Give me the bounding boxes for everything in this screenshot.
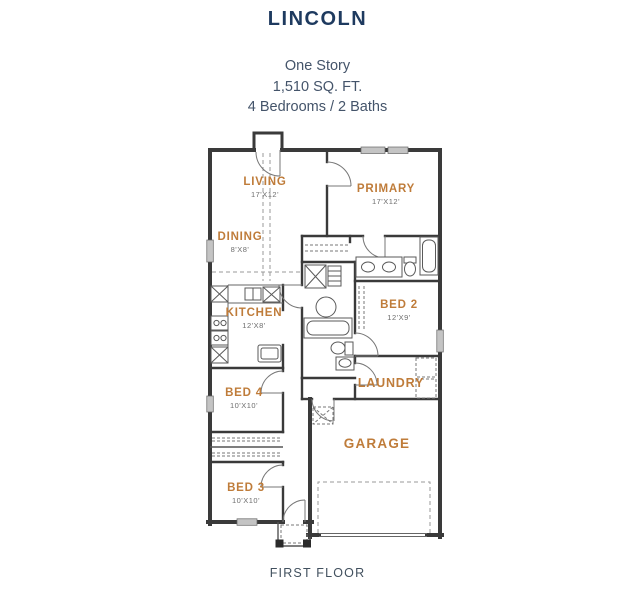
room-dims: 12'X9' xyxy=(387,313,411,322)
front-door-alcove xyxy=(252,131,284,152)
room-dims: 10'X10' xyxy=(231,496,261,505)
porch xyxy=(275,522,311,548)
primary-bath-fixtures xyxy=(305,236,439,278)
room-label-primary: PRIMARY 17'X12' xyxy=(357,183,415,206)
subtitle-beds-baths: 4 Bedrooms / 2 Baths xyxy=(247,99,388,115)
garage-entry-door xyxy=(311,398,335,422)
plan-caption: FIRST FLOOR xyxy=(269,566,366,580)
water-heater xyxy=(312,406,334,425)
room-name: PRIMARY xyxy=(356,183,416,195)
laundry-fixtures xyxy=(415,357,437,399)
room-dims: 17'X12' xyxy=(371,197,401,206)
windows xyxy=(206,146,444,526)
toilet-2-bowl xyxy=(330,341,346,355)
room-dims: 12'X8' xyxy=(242,321,266,330)
room-dims: 8'X8' xyxy=(230,245,250,254)
room-name: BED 3 xyxy=(227,482,265,494)
front-door xyxy=(255,150,281,177)
room-label-dining: DINING 8'X8' xyxy=(217,231,262,254)
room-name: LIVING xyxy=(243,176,287,188)
hall-bath-fixtures xyxy=(303,264,365,371)
subtitle-story: One Story xyxy=(284,58,351,74)
primary-door xyxy=(326,161,352,187)
room-name: BED 4 xyxy=(225,387,263,399)
room-name: LAUNDRY xyxy=(357,376,425,390)
room-label-living: LIVING 17'X12' xyxy=(243,176,286,199)
ceiling-dashed-lines xyxy=(212,153,302,281)
basin-sink xyxy=(315,296,337,318)
porch-post xyxy=(303,539,311,548)
primary-bath-door xyxy=(362,235,386,259)
room-label-kitchen: KITCHEN 12'X8' xyxy=(226,307,283,330)
plan-subtitle: One Story 1,510 SQ. FT. 4 Bedrooms / 2 B… xyxy=(0,56,635,118)
room-label-bed3: BED 3 10'X10' xyxy=(227,482,265,505)
porch-post xyxy=(275,539,284,548)
subtitle-sqft: 1,510 SQ. FT. xyxy=(272,78,363,95)
washer xyxy=(415,357,437,378)
toilet-2-tank xyxy=(344,341,354,356)
room-name: GARAGE xyxy=(343,436,411,451)
bathtub xyxy=(419,236,439,276)
room-dims: 17'X12' xyxy=(250,190,280,199)
room-label-laundry: LAUNDRY xyxy=(358,376,424,390)
bathtub-2 xyxy=(303,317,353,339)
garage-door-recess xyxy=(317,481,431,533)
porch-door xyxy=(282,499,306,523)
room-name: DINING xyxy=(217,231,263,243)
room-dims: 10'X10' xyxy=(229,401,259,410)
bed4-door xyxy=(260,370,284,394)
room-label-bed4: BED 4 10'X10' xyxy=(225,387,263,410)
plan-title: LINCOLN xyxy=(267,8,368,30)
room-name: BED 2 xyxy=(380,299,418,311)
bedroom-closets xyxy=(212,437,281,457)
laundry-door xyxy=(354,362,378,386)
kitchen-fixtures xyxy=(210,284,283,364)
room-label-bed2: BED 2 12'X9' xyxy=(380,299,418,322)
bed2-door xyxy=(354,332,379,357)
bed3-door xyxy=(260,464,284,488)
garage-fixtures xyxy=(312,406,431,537)
dishwasher xyxy=(257,344,282,363)
room-name: KITCHEN xyxy=(225,307,283,319)
room-label-garage: GARAGE xyxy=(344,436,410,451)
dryer xyxy=(415,378,437,399)
